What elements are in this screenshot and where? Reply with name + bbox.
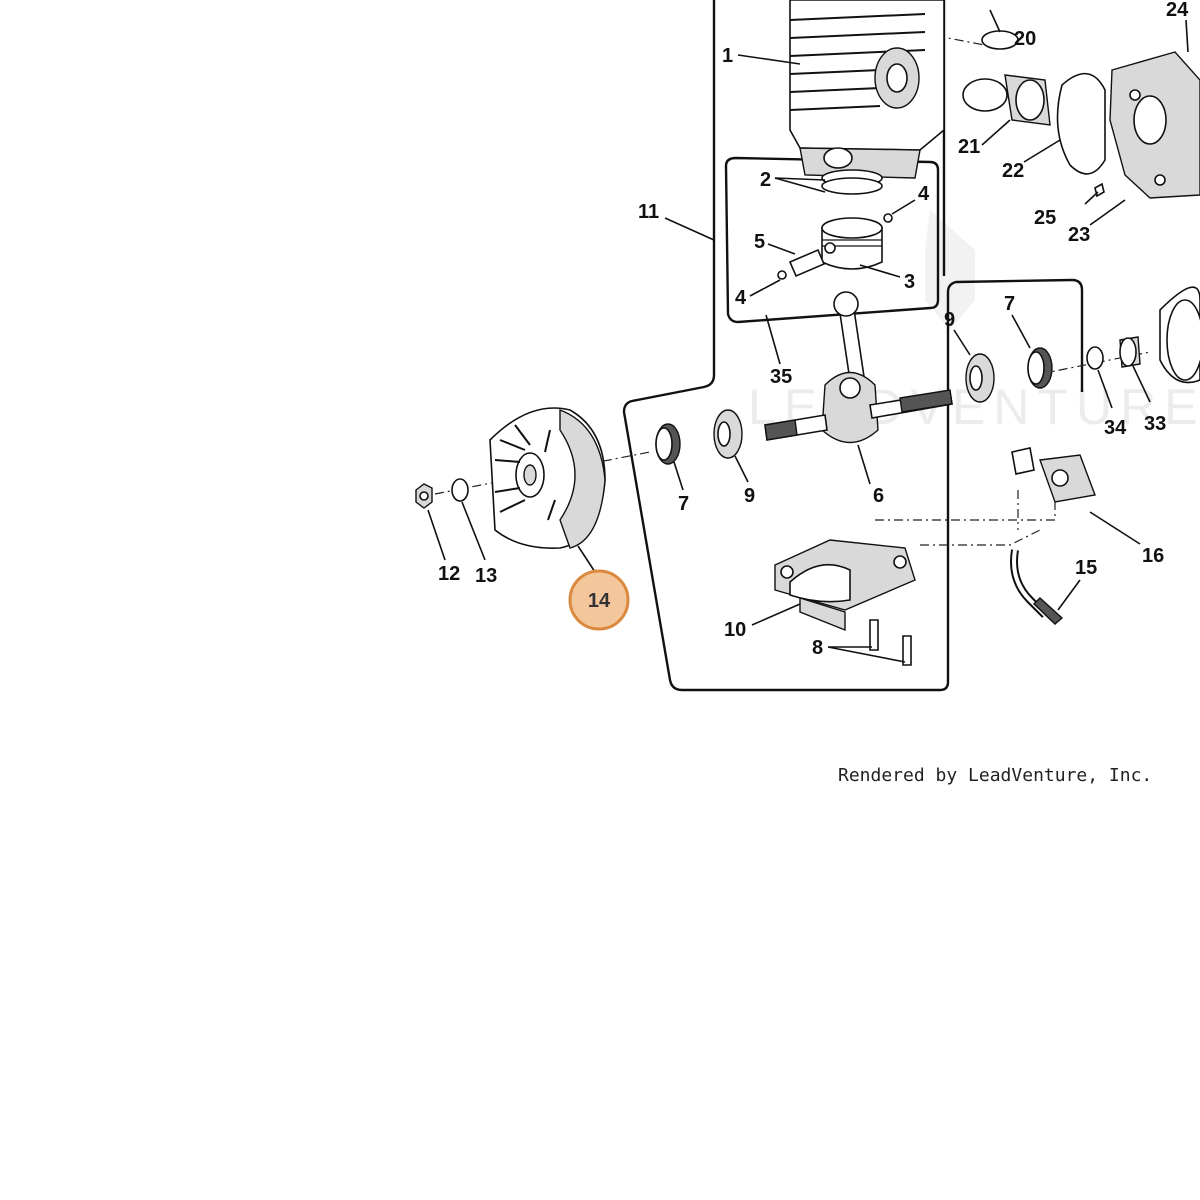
- assembly-boundary-frame: [622, 0, 1084, 692]
- label-part-1: 1: [722, 45, 733, 67]
- label-part-23: 23: [1068, 224, 1090, 246]
- screw-part-8: [869, 619, 912, 666]
- screw-part-25: [1084, 182, 1105, 205]
- label-part-34: 34: [1104, 417, 1127, 439]
- label-part-22: 22: [1002, 160, 1024, 182]
- flywheel-part: [489, 407, 606, 549]
- label-part-5: 5: [754, 231, 765, 253]
- oil-seal-part-right: [1027, 347, 1053, 389]
- leader-lines: [427, 19, 1189, 663]
- label-part-9a: 9: [744, 485, 755, 507]
- label-part-33: 33: [1144, 413, 1166, 435]
- label-part-7b: 7: [1004, 293, 1015, 315]
- centerline-oil-pump: [875, 490, 1056, 521]
- piston-part: [821, 217, 883, 270]
- label-part-12: 12: [438, 563, 460, 585]
- label-part-14[interactable]: 14: [588, 590, 611, 612]
- label-part-11: 11: [638, 201, 659, 223]
- washer-part-34: [1086, 346, 1104, 370]
- piston-pin-part: [788, 248, 826, 278]
- label-part-4b: 4: [735, 287, 747, 309]
- label-part-20: 20: [1014, 28, 1036, 50]
- label-part-9b: 9: [944, 309, 955, 331]
- crankcase-part: [774, 539, 916, 632]
- oil-line-part: [1010, 549, 1064, 625]
- label-part-21: 21: [958, 136, 980, 158]
- washer-part-13: [451, 478, 469, 502]
- label-part-4a: 4: [918, 183, 930, 205]
- crankshaft-part: [764, 291, 953, 444]
- label-part-15: 15: [1075, 557, 1097, 579]
- nut-part: [415, 483, 433, 509]
- clutch-drum-part: [1159, 286, 1200, 384]
- label-part-24: 24: [1166, 0, 1189, 21]
- piston-clip-part-b: [883, 213, 893, 223]
- centerline-oil-pump-2: [920, 529, 1041, 546]
- highlight-part-14[interactable]: 14: [568, 569, 630, 631]
- label-part-10: 10: [724, 619, 746, 641]
- intake-manifold-part: [962, 74, 1051, 126]
- label-part-7a: 7: [678, 493, 689, 515]
- oil-pump-part: [1011, 447, 1096, 503]
- label-part-13: 13: [475, 565, 497, 587]
- highlight-circle[interactable]: [568, 569, 630, 631]
- gasket-part: [1056, 72, 1106, 175]
- label-part-3: 3: [904, 271, 915, 293]
- piston-clip-part-a: [777, 270, 787, 280]
- clip-part: [981, 9, 1019, 50]
- oil-seal-part-left: [655, 423, 681, 465]
- bearing-part-left: [713, 409, 743, 459]
- cylinder-part: [789, 0, 945, 179]
- bearing-part-right: [965, 353, 995, 403]
- piston-ring-part: [821, 169, 883, 195]
- label-part-35: 35: [770, 366, 792, 388]
- piston-kit-frame: [724, 156, 940, 324]
- cover-plate-part: [1109, 51, 1200, 199]
- credit-text: Rendered by LeadVenture, Inc.: [838, 765, 1152, 786]
- label-part-6: 6: [873, 485, 884, 507]
- label-part-16: 16: [1142, 545, 1164, 567]
- label-part-8: 8: [812, 637, 823, 659]
- part-labels: 1 2 3 4 4 5 6 7 7 8 9 9 10 11 12 13 15 1…: [438, 0, 1189, 659]
- label-part-25: 25: [1034, 207, 1056, 229]
- bushing-part-33: [1119, 336, 1141, 368]
- label-part-2: 2: [760, 169, 771, 191]
